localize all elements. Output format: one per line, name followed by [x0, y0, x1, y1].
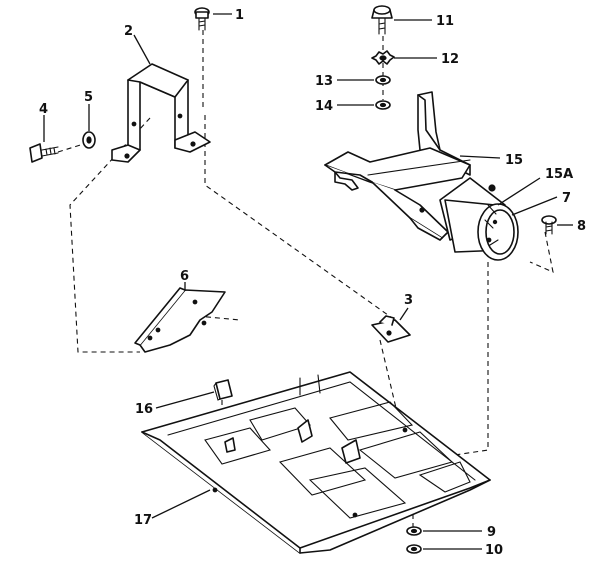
- callout-14: 14: [315, 99, 333, 114]
- callout-15a: 15A: [545, 167, 573, 182]
- callout-3: 3: [404, 293, 413, 308]
- lock-washer-part-12[interactable]: [371, 50, 395, 65]
- callout-labels: 1 2 3 4 5 6 7 8 9 10 11 12 13 14 15 15A …: [39, 8, 586, 558]
- callout-6: 6: [180, 269, 189, 284]
- callout-13: 13: [315, 74, 333, 89]
- washer-part-5[interactable]: [82, 131, 96, 149]
- dash-bracket-to-clip: [204, 115, 396, 321]
- dash-motor-to-base: [454, 262, 489, 456]
- callout-9: 9: [487, 525, 496, 540]
- screw-part-8[interactable]: [541, 215, 557, 235]
- motor-frame-part-15[interactable]: [324, 91, 506, 241]
- washer-part-10[interactable]: [406, 544, 422, 554]
- callout-16: 16: [135, 402, 153, 417]
- callout-2: 2: [124, 24, 133, 39]
- plug-part-16[interactable]: [213, 379, 233, 401]
- callout-10: 10: [485, 543, 503, 558]
- screw-part-1[interactable]: [194, 7, 210, 31]
- dash-screw8-to-motor: [529, 231, 554, 273]
- callout-5: 5: [84, 90, 93, 105]
- screw-part-11[interactable]: [371, 5, 393, 35]
- dash-bracket-to-plate-left: [69, 117, 151, 353]
- mounting-plate-part-6[interactable]: [134, 287, 226, 353]
- callout-4: 4: [39, 102, 48, 117]
- washer-part-13[interactable]: [375, 75, 391, 85]
- callout-7: 7: [562, 191, 571, 206]
- washer-part-14[interactable]: [375, 100, 391, 110]
- leader-lines: [43, 13, 573, 550]
- motor-end-cap-part-7[interactable]: [444, 199, 519, 261]
- callout-17: 17: [134, 513, 152, 528]
- callout-15: 15: [505, 153, 523, 168]
- callout-8: 8: [577, 219, 586, 234]
- base-pan-part-17[interactable]: [141, 371, 491, 554]
- clip-part-3[interactable]: [371, 315, 411, 343]
- callout-12: 12: [441, 52, 459, 67]
- bracket-part-2[interactable]: [111, 63, 211, 163]
- bolt-part-4[interactable]: [29, 143, 59, 163]
- washer-part-9[interactable]: [406, 526, 422, 536]
- dash-plate-right: [196, 315, 241, 321]
- callout-11: 11: [436, 14, 454, 29]
- callout-1: 1: [235, 8, 244, 23]
